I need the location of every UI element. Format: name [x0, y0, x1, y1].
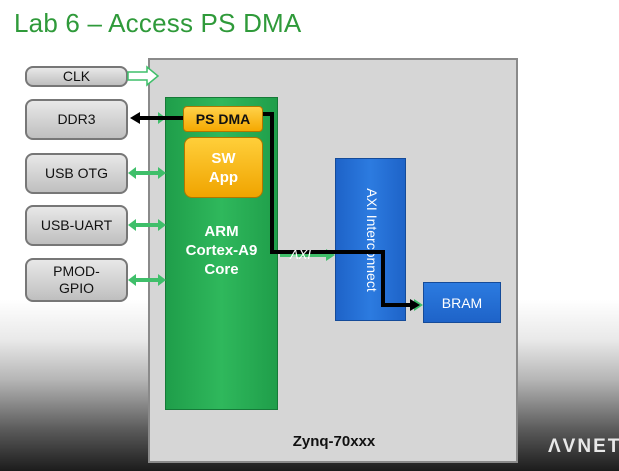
avnet-logo: ΛVNET [548, 436, 619, 457]
bram-block: BRAM [423, 282, 501, 323]
ps-dma-block: PS DMA [183, 106, 263, 132]
ddr3-block: DDR3 [25, 99, 128, 140]
arm-core-label: ARM Cortex-A9 Core [185, 223, 258, 278]
clk-block: CLK [25, 66, 128, 87]
sw-app-block: SW App [184, 137, 263, 198]
pmod-gpio-block: PMOD- GPIO [25, 258, 128, 302]
dma-path-icon [138, 112, 410, 307]
slide-title: Lab 6 – Access PS DMA [14, 8, 302, 38]
clk-arrow-icon [127, 65, 160, 87]
usb-otg-block: USB OTG [25, 153, 128, 194]
axi-label: AXI [290, 247, 311, 262]
zynq-chip-label: Zynq-70xxx [292, 433, 376, 450]
io-double-arrows-icon [128, 112, 423, 311]
usb-uart-block: USB-UART [25, 205, 128, 246]
axi-interconnect-block [335, 158, 406, 321]
